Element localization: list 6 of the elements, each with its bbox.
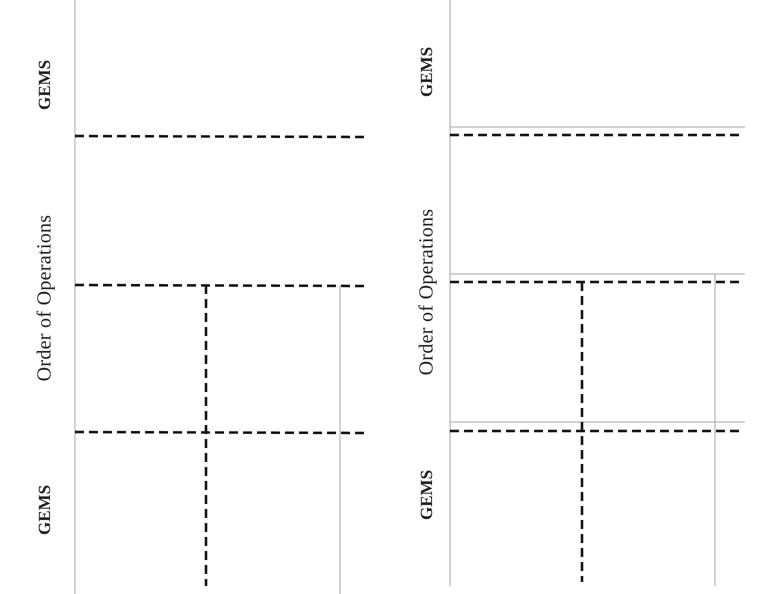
- title-label: Order of Operations: [416, 208, 438, 376]
- section-heading: GEMS: [35, 484, 55, 536]
- title-label: Order of Operations: [34, 214, 56, 382]
- section-heading: GEMS: [417, 470, 437, 520]
- section-heading: GEMS: [35, 60, 55, 110]
- section-heading: GEMS: [417, 46, 437, 98]
